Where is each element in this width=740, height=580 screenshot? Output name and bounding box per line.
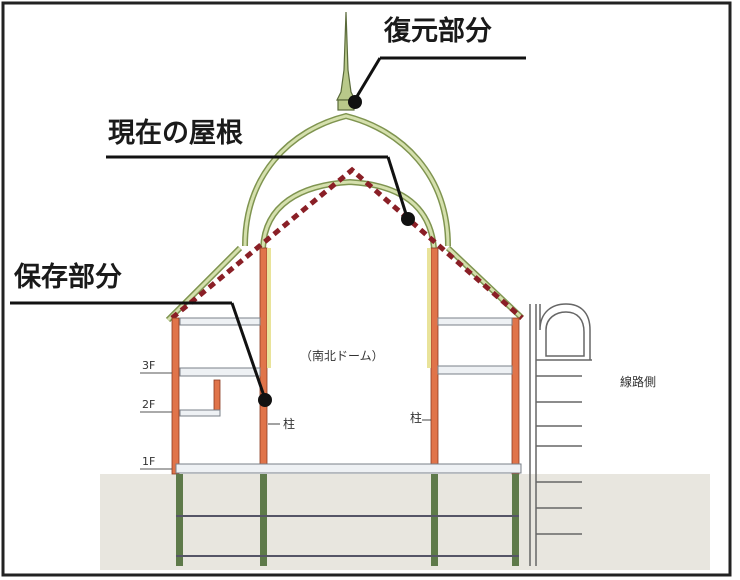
floor-label-2f: 2F — [142, 398, 155, 411]
floor-label-3f: 3F — [142, 359, 155, 372]
callout-restored-text: 復元部分 — [383, 15, 492, 47]
pillar-label-left: 柱 — [283, 416, 295, 431]
floor-slabs — [175, 317, 522, 474]
track-side-label: 線路側 — [620, 374, 656, 389]
track-side-structure — [529, 303, 592, 566]
ground-band — [100, 474, 710, 570]
callout-preserved-text: 保存部分 — [13, 261, 122, 293]
floor-label-1f: 1F — [142, 455, 155, 468]
callout-preserved: 保存部分 — [10, 261, 272, 407]
callout-current-roof: 現在の屋根 — [106, 118, 415, 226]
restored-dome-outer-fill — [243, 114, 450, 247]
foundation — [176, 474, 519, 566]
restored-roof-slopes — [165, 245, 525, 323]
current-roof-hatch — [170, 166, 524, 320]
callout-restored: 復元部分 — [348, 15, 526, 109]
spire — [336, 11, 356, 111]
pillar-label-right: 柱 — [410, 410, 422, 425]
floor-level-lines — [140, 372, 172, 470]
dome-label: （南北ドーム） — [300, 348, 384, 363]
callout-current-roof-text: 現在の屋根 — [108, 118, 243, 149]
